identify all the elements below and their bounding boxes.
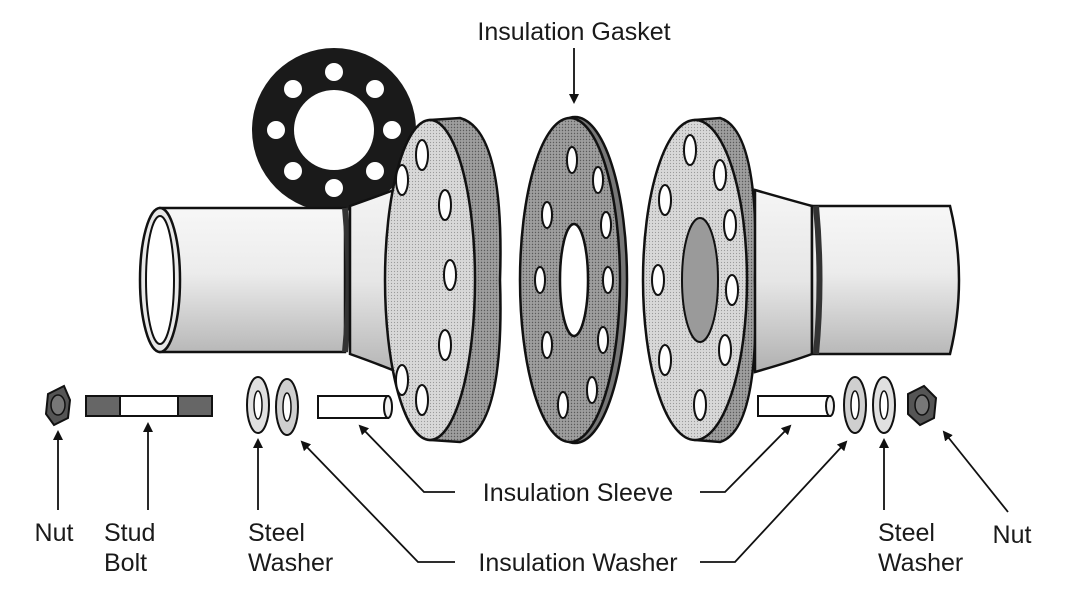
label-steel-washer-right-line1: Steel	[878, 519, 935, 547]
leader-lines	[53, 48, 1009, 563]
left-nut	[44, 384, 72, 427]
insulation-gasket	[518, 115, 629, 445]
right-flange-neck	[753, 188, 814, 374]
label-insulation-gasket: Insulation Gasket	[477, 18, 670, 46]
right-insulation-washer	[843, 376, 867, 434]
right-pipe	[810, 204, 961, 356]
gasket-icon	[252, 48, 416, 212]
label-steel-washer-left-line1: Steel	[248, 519, 305, 547]
label-nut-right: Nut	[993, 521, 1032, 549]
left-steel-washer	[246, 376, 270, 434]
labels: Insulation Gasket Insulation Sleeve Insu…	[35, 18, 1032, 577]
label-insulation-sleeve: Insulation Sleeve	[483, 479, 673, 507]
label-stud-bolt-line2: Bolt	[104, 549, 147, 577]
right-insulation-sleeve	[757, 395, 835, 417]
right-flange	[641, 116, 757, 444]
label-insulation-washer: Insulation Washer	[478, 549, 677, 577]
label-nut-left: Nut	[35, 519, 74, 547]
left-insulation-washer	[275, 378, 299, 436]
label-steel-washer-left-line2: Washer	[248, 549, 333, 577]
left-stud-bolt	[85, 395, 213, 417]
label-stud-bolt-line1: Stud	[104, 519, 155, 547]
left-pipe	[138, 206, 352, 354]
left-flange	[383, 116, 502, 444]
left-insulation-sleeve	[317, 395, 393, 419]
right-steel-washer	[872, 376, 896, 434]
right-nut	[907, 384, 938, 427]
label-steel-washer-right-line2: Washer	[878, 549, 963, 577]
